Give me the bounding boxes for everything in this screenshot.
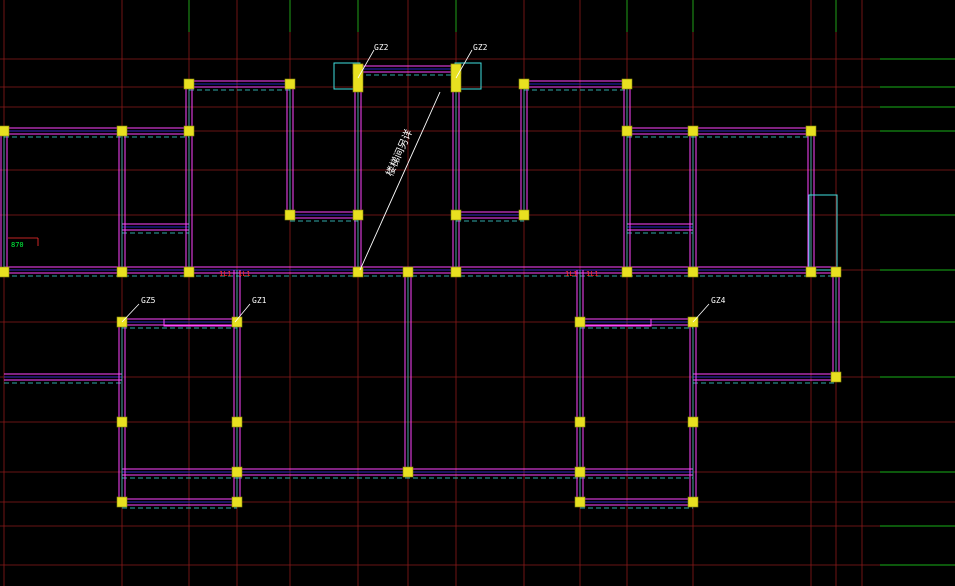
column-marker [450,266,462,278]
beam-tag-4: 1L1 [586,270,599,278]
column-marker [231,496,243,508]
gz4-label: GZ4 [711,296,726,305]
beam-tag-1: 1L1 [219,270,232,278]
column-marker [0,125,10,137]
column-marker [621,78,633,90]
gz2-left-label: GZ2 [374,43,389,52]
column-marker [183,266,195,278]
column-marker [231,316,243,328]
column-marker [830,371,842,383]
column-marker [402,266,414,278]
column-marker [574,496,586,508]
column-marker [621,266,633,278]
column-marker [352,266,364,278]
column-marker [830,266,842,278]
gz1-label: GZ1 [252,296,267,305]
column-marker [518,209,530,221]
gz2-left-leader [357,49,375,79]
column-marker [687,496,699,508]
column-marker [231,416,243,428]
column-marker [518,78,530,90]
gz5-label: GZ5 [141,296,156,305]
column-marker [402,466,414,478]
column-marker [687,416,699,428]
column-marker [621,125,633,137]
column-marker [116,125,128,137]
beam-tag-3: 1L1 [565,270,578,278]
stair-note-leader [359,91,441,271]
column-marker [116,266,128,278]
column-marker [284,78,296,90]
gz1-leader [234,303,251,323]
balcony-frame [808,194,838,271]
column-marker [450,209,462,221]
column-marker [352,209,364,221]
column-marker [116,496,128,508]
column-marker [687,125,699,137]
column-marker [0,266,10,278]
column-marker [574,416,586,428]
column-marker [687,266,699,278]
column-marker [231,466,243,478]
beam-tag-2: 1L1 [238,270,251,278]
column-marker [183,125,195,137]
gz2-right-leader [455,49,473,79]
column-marker [805,125,817,137]
column-marker [805,266,817,278]
column-marker [116,416,128,428]
column-marker [183,78,195,90]
gz5-leader [121,303,140,323]
column-marker [574,316,586,328]
column-marker [574,466,586,478]
gz2-right-label: GZ2 [473,43,488,52]
dim-text: 870 [11,241,24,249]
gz4-leader [692,303,710,323]
column-marker [284,209,296,221]
